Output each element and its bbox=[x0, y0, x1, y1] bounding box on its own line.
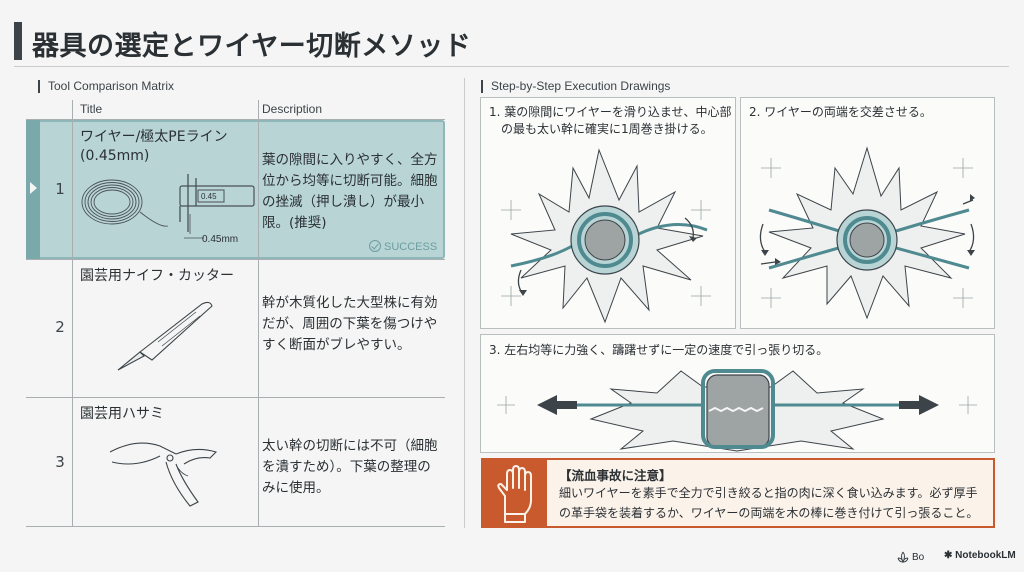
glove-icon bbox=[497, 465, 532, 523]
step-2-panel: 2. ワイヤーの両端を交差させる。 bbox=[740, 97, 995, 329]
step-1-caption: 1. 葉の隙間にワイヤーを滑り込ませ、中心部 bbox=[489, 105, 732, 119]
title-accent-bar bbox=[14, 22, 22, 60]
check-circle-icon bbox=[369, 240, 381, 252]
row-divider bbox=[26, 526, 445, 527]
status-label: SUCCESS bbox=[384, 241, 438, 253]
page-title: 器具の選定とワイヤー切断メソッド bbox=[32, 31, 472, 62]
column-divider bbox=[258, 100, 259, 527]
wire-size-label: 0.45mm bbox=[202, 234, 238, 245]
column-divider bbox=[464, 78, 465, 528]
section-label-steps: Step-by-Step Execution Drawings bbox=[481, 80, 670, 93]
row-description: 太い幹の切断には不可（細胞を潰すため）。下葉の整理のみに使用。 bbox=[262, 438, 438, 496]
step-1-panel: 1. 葉の隙間にワイヤーを滑り込ませ、中心部 の最も太い幹に確実に1周巻き掛ける… bbox=[480, 97, 736, 329]
shears-illustration bbox=[109, 442, 218, 507]
step-3-caption: 3. 左右均等に力強く、躊躇せずに一定の速度で引っ張り切る。 bbox=[489, 343, 829, 357]
row-number: 2 bbox=[55, 318, 65, 336]
step-3-panel: 3. 左右均等に力強く、躊躇せずに一定の速度で引っ張り切る。 bbox=[480, 334, 995, 453]
knife-illustration bbox=[117, 301, 213, 371]
row-description: 葉の隙間に入りやすく、全方位から均等に切断可能。細胞の挫滅（押し潰し）が最小限。… bbox=[262, 152, 438, 231]
tool-comparison-table: Title Description 1 ワイヤー/極太PEライン (0.45mm… bbox=[26, 100, 445, 527]
section-label-tool-matrix: Tool Comparison Matrix bbox=[38, 80, 174, 93]
badge-label: NotebookLM bbox=[955, 550, 1016, 561]
step-3-drawing bbox=[497, 369, 977, 452]
warning-callout: 【流血事故に注意】 細いワイヤーを素手で全力で引き絞ると指の肉に深く食い込みます… bbox=[481, 458, 995, 528]
row-title: 園芸用ハサミ bbox=[80, 406, 164, 422]
header-divider bbox=[14, 66, 1009, 67]
row-pointer-icon bbox=[30, 182, 37, 194]
row-title-sub: (0.45mm) bbox=[80, 148, 150, 164]
row-number: 1 bbox=[55, 180, 65, 198]
row-divider bbox=[26, 397, 445, 398]
row-title: ワイヤー/極太PEライン bbox=[80, 129, 228, 145]
notebooklm-badge: ✱ NotebookLM bbox=[944, 550, 1016, 561]
column-header-description: Description bbox=[262, 102, 323, 116]
step-1-drawing bbox=[501, 148, 711, 324]
step-2-caption: 2. ワイヤーの両端を交差させる。 bbox=[749, 105, 932, 119]
column-header-title: Title bbox=[80, 102, 103, 116]
caliper-reading: 0.45 bbox=[201, 192, 217, 201]
row-divider bbox=[26, 119, 445, 120]
row-description: 幹が木質化した大型株に有効だが、周囲の下葉を傷つけやすく断面がブレやすい。 bbox=[262, 295, 438, 353]
row-title: 園芸用ナイフ・カッター bbox=[80, 268, 234, 284]
warning-icon-box bbox=[483, 460, 547, 526]
footer-brand: Bo bbox=[912, 552, 925, 563]
warning-title: 【流血事故に注意】 bbox=[559, 468, 672, 483]
status-badge: SUCCESS bbox=[369, 240, 437, 253]
row-number: 3 bbox=[55, 453, 65, 471]
logo-icon bbox=[897, 551, 909, 564]
warning-text: 細いワイヤーを素手で全力で引き絞ると指の肉に深く食い込みます。必ず厚手の革手袋を… bbox=[559, 486, 979, 520]
step-2-drawing bbox=[759, 146, 975, 320]
wire-and-caliper-illustration: 0.45 0.45mm bbox=[81, 174, 255, 245]
step-1-caption-line2: の最も太い幹に確実に1周巻き掛ける。 bbox=[501, 122, 713, 136]
column-divider bbox=[72, 100, 73, 527]
row-divider bbox=[26, 259, 445, 260]
